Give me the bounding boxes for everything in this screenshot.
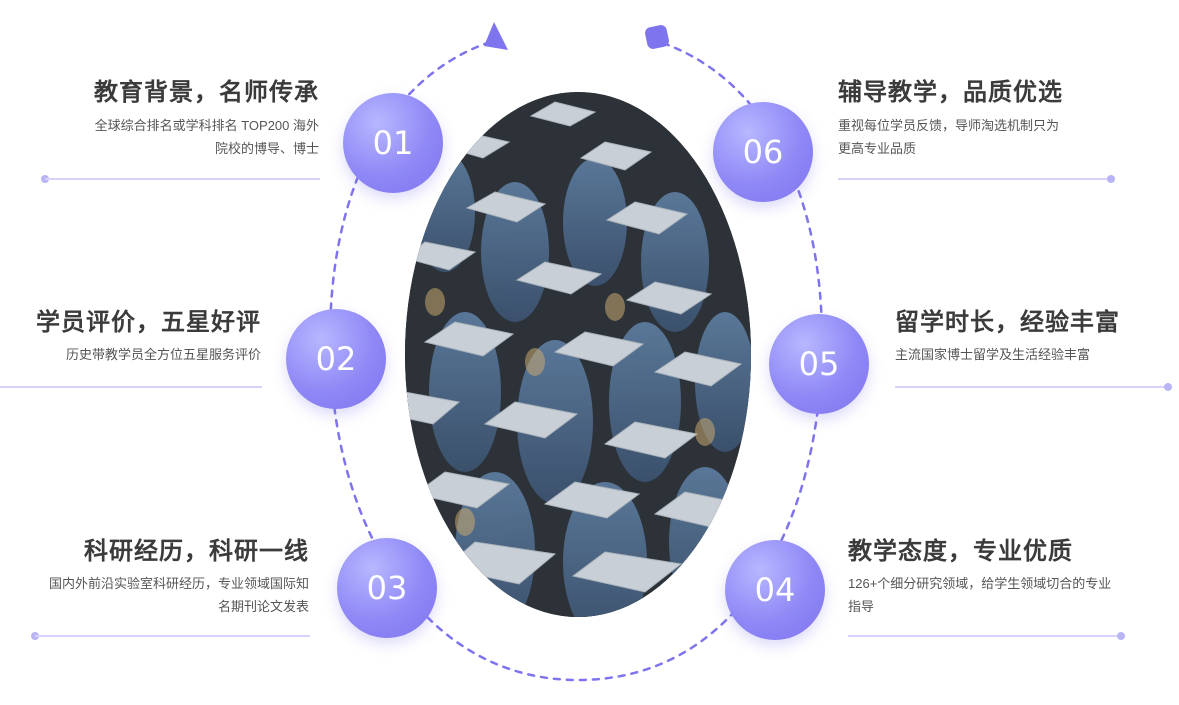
item-05-desc: 主流国家博士留学及生活经验丰富 [895,343,1165,366]
item-04-desc-line2: 指导 [848,599,875,614]
item-06-line-dot [1107,175,1115,183]
item-01-desc-line1: 全球综合排名或学科排名 TOP200 海外 [94,118,319,133]
item-04-badge: 04 [725,540,825,640]
item-04-title: 教学态度，专业优质 [848,538,1073,565]
item-05-divider [895,386,1167,388]
item-06-desc-line2: 更高专业品质 [838,141,917,156]
graduation-caps-illustration [405,92,751,617]
item-03-desc: 国内外前沿实验室科研经历，专业领域国际知 名期刊论文发表 [9,572,309,618]
item-04-desc: 126+个细分研究领域，给学生领域切合的专业 指导 [848,572,1148,618]
item-01-desc: 全球综合排名或学科排名 TOP200 海外 院校的博导、博士 [19,114,319,160]
item-06-desc-line1: 重视每位学员反馈，导师淘选机制只为 [838,118,1060,133]
graduation-photo [405,92,751,617]
item-02-divider [0,386,262,388]
item-03-desc-line2: 名期刊论文发表 [217,599,309,614]
item-01-divider [45,178,320,180]
item-06-badge: 06 [713,102,813,202]
item-03-badge: 03 [337,538,437,638]
item-05-badge: 05 [769,314,869,414]
item-01-title: 教育背景，名师传承 [94,79,319,106]
item-03-desc-line1: 国内外前沿实验室科研经历，专业领域国际知 [48,576,309,591]
orbit-dashed-path [328,40,824,682]
item-01-badge: 01 [343,93,443,193]
item-03-title: 科研经历，科研一线 [84,538,309,565]
item-02-desc: 历史带教学员全方位五星服务评价 [1,343,261,366]
item-05-title: 留学时长，经验丰富 [895,309,1120,336]
item-05-line-dot [1164,383,1172,391]
item-04-line-dot [1117,632,1125,640]
item-06-desc: 重视每位学员反馈，导师淘选机制只为 更高专业品质 [838,114,1138,160]
item-05-desc-line1: 主流国家博士留学及生活经验丰富 [895,347,1091,362]
triangle-icon [484,22,508,50]
item-06-title: 辅导教学，品质优选 [838,79,1063,106]
item-04-desc-line1: 126+个细分研究领域，给学生领域切合的专业 [848,576,1112,591]
item-03-divider [35,635,310,637]
item-06-divider [838,178,1110,180]
item-04-divider [848,635,1120,637]
item-02-desc-line1: 历史带教学员全方位五星服务评价 [65,347,261,362]
rounded-square-icon [645,25,669,49]
item-02-badge: 02 [286,309,386,409]
item-01-desc-line2: 院校的博导、博士 [214,141,319,156]
item-02-title: 学员评价，五星好评 [36,309,261,336]
